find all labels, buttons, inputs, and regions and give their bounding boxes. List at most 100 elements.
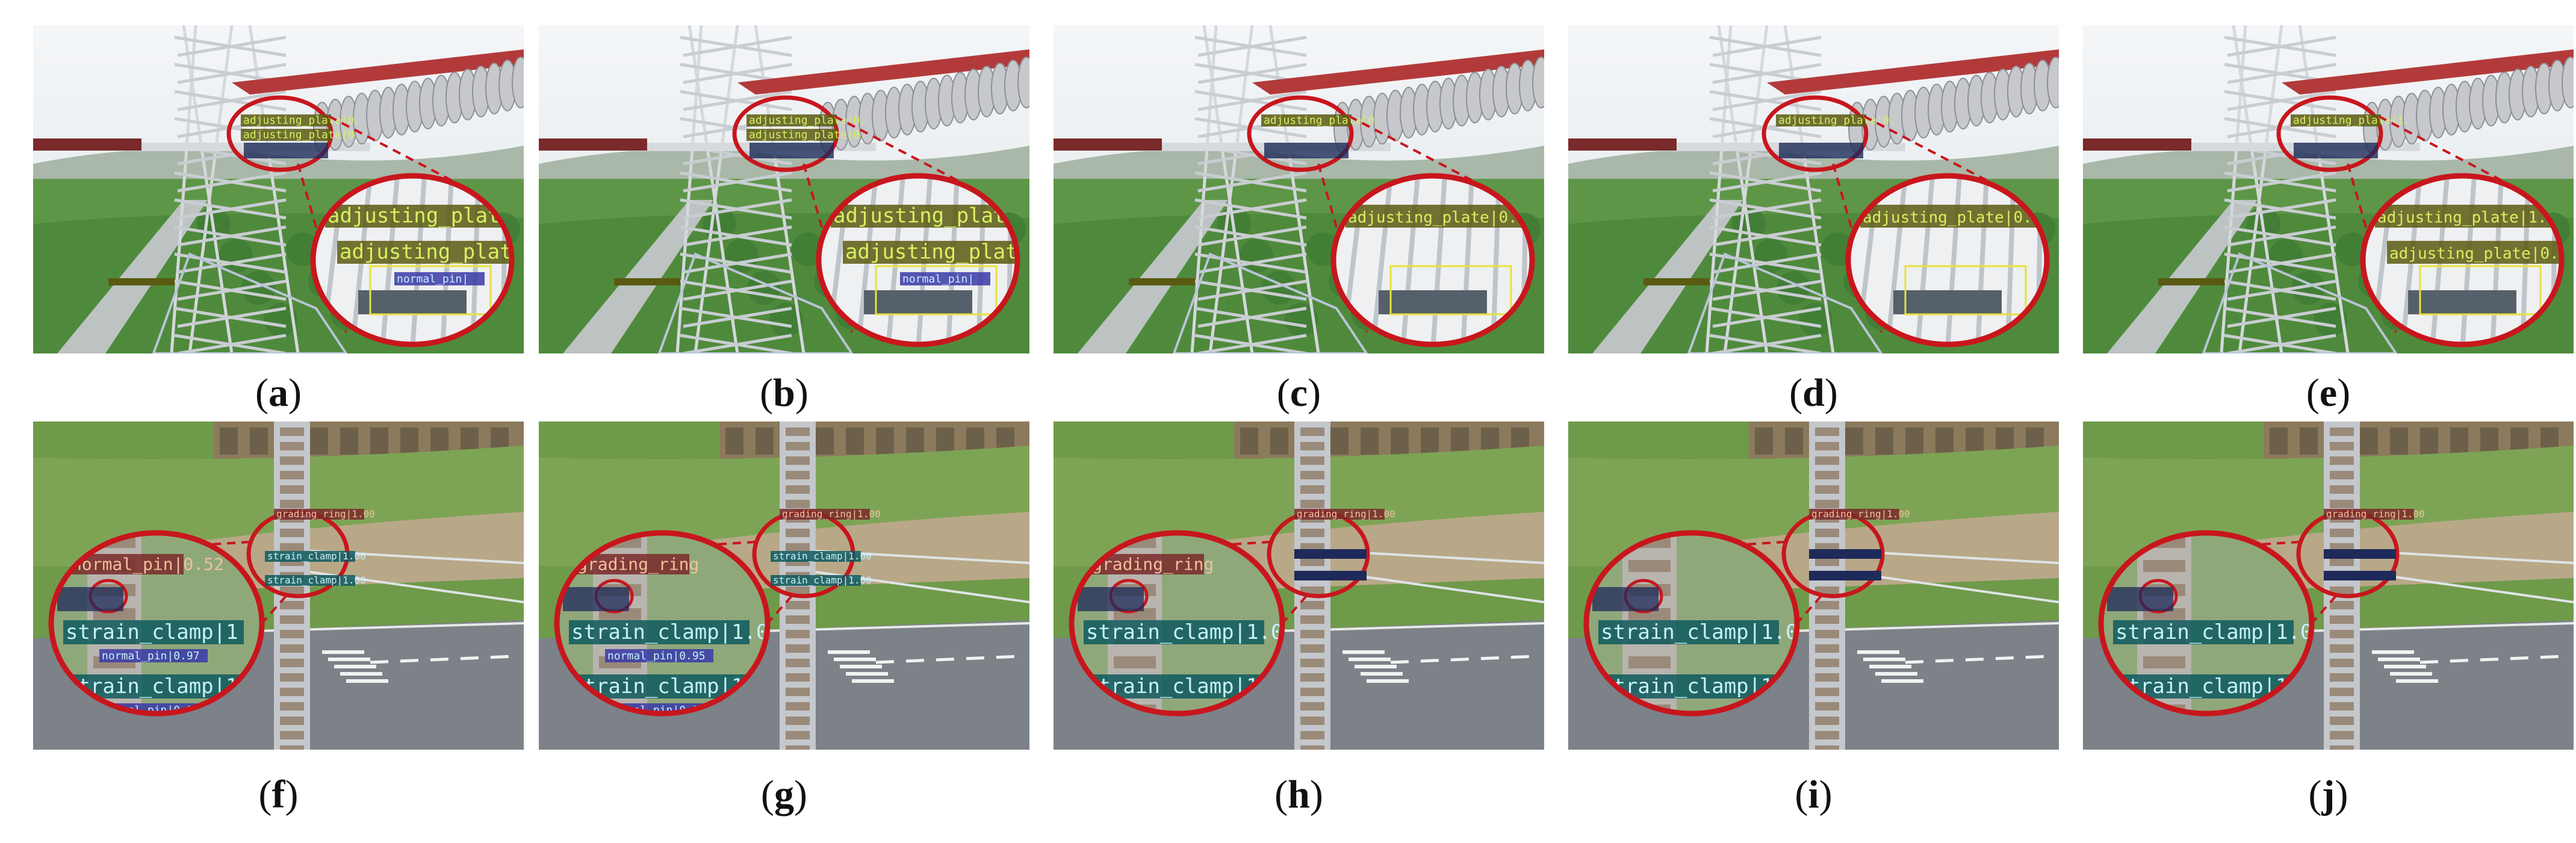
caption-g: (g) [761,773,807,817]
zoom-label-3: normal_pin|0.95 [605,649,713,662]
detection-label-1: adjusting_plate|0. [241,114,361,127]
tower-lattice [152,25,348,353]
road [57,200,208,353]
insulator-string [1848,57,2059,154]
tower-lattice [1172,25,1368,353]
detection-label-2-text: adjusting_plate|0. [243,129,361,142]
insulator-string [819,57,1029,154]
red-arm [737,49,1029,95]
panel-image-b: adjusting_plate|0. adjusting_plate|0.adju… [539,25,1029,353]
road [563,200,713,353]
tower-pole [1294,421,1330,750]
panel-image-d: adjusting_plate|0. adjusting_plate|0.59 [1568,25,2059,353]
zoom-label-1: adjusting_plate|0.65 [1345,205,1536,228]
zoom-inset: grading_ringstrain_clamp|1.00strain_clam… [1072,533,1296,714]
caption-letter: b [773,371,795,415]
zoom-circle [2360,173,2565,347]
caption-e: (e) [2306,371,2351,415]
crossarm-tip [1054,138,1162,151]
red-arm [1767,49,2059,95]
zoom-label-2-text: adjusting_plate [845,240,1029,264]
zoom-label-2: adjusting_plate [843,240,1029,264]
panel-image-j: grading_ring|1.00 strain_clamp|1.00strain… [2083,421,2574,750]
zoom-label-2: strain_clamp|1 [63,620,244,644]
road [1078,200,1228,353]
detection-label-1: adjusting_plate|0. [1776,114,1896,127]
zoom-label-2: adjusting_plate|0.66 [2387,241,2574,264]
caption-letter: d [1802,371,1825,415]
detection-label-1: grading_ring|1.00 [780,508,881,520]
caption-letter: e [2319,371,2338,415]
zoom-circle [1330,173,1535,347]
zoom-label-1: normal_pin|0.52 [69,554,224,575]
panel-image-e: adjusting_plate|1.adjusting_plate|1.00ad… [2083,25,2574,353]
caption-letter: j [2321,773,2335,817]
zoom-circle [1583,530,1800,717]
zoom-label-1: adjusting_plate|0.59 [1860,205,2047,228]
dirt [1210,512,1544,590]
road [2107,200,2258,353]
detection-label-1-text: grading_ring|1.00 [1811,508,1910,520]
caption-a: (a) [255,371,302,415]
zoom-label-3: normal_pin| [900,272,990,285]
far-box [1129,278,1195,285]
zoom-label-1-text: adjusting_plate|0.65 [1348,209,1536,227]
caption-d: (d) [1789,371,1838,415]
panel-a: adjusting_plate|0. adjusting_plate|0.adju… [33,25,524,353]
zoom-label-1-text: grading_ring [577,555,699,575]
panel-b: adjusting_plate|0. adjusting_plate|0.adju… [539,25,1029,353]
caption-letter: i [1808,773,1819,817]
detection-label-3: strain_clamp|1.00 [265,574,366,586]
caption-letter: c [1290,371,1308,415]
crossarm-tip [1568,138,1677,151]
zoom-label-1: adjusting_plate|1.00 [2375,205,2562,228]
zoom-circle [310,173,515,347]
zoom-label-2: strain_clamp|1.00 [2113,620,2325,644]
caption-c: (c) [1276,371,1321,415]
detection-label-2: strain_clamp|1.00 [771,550,872,562]
zoom-label-2: strain_clamp|1.0 [569,620,768,644]
detection-label-1-text: grading_ring|1.00 [2326,508,2425,520]
panel-image-i: grading_ring|1.00strain_clamp|1.00strain… [1568,421,2059,750]
tower-pole [1809,421,1845,750]
detection-box [2294,143,2378,158]
panel-image-f: grading_ring|1.00strain_clamp|1.00strain… [33,421,524,750]
caption-b: (b) [760,371,808,415]
detection-label-2-text: strain_clamp|1.00 [267,550,366,562]
zoom-label-2-text: adjusting_plate|0.66 [2389,245,2574,263]
detection-label-1: adjusting_plate|0. [1261,114,1381,127]
zoom-label-1-text: adjusting_plate [327,204,512,228]
detection-label-1: adjusting_plate|0. [746,114,866,127]
caption-letter: a [268,371,288,415]
dirt [1725,512,2059,590]
detection-label-2-text: adjusting_plate|0. [749,129,866,142]
road [1592,200,1743,353]
crossarm-tip [33,138,141,151]
zoom-circle [2098,530,2315,717]
dirt [695,512,1029,590]
zoom-label-3-text: normal_pin| [397,273,468,285]
panel-d: adjusting_plate|0. adjusting_plate|0.59 [1568,25,2059,353]
zoom-label-2: strain_clamp|1.00 [1598,620,1797,644]
caption-f: (f) [258,773,299,817]
far-box [108,278,175,285]
detection-label-3: strain_clamp|1.00 [771,574,872,586]
zoom-label-2-text: strain_clamp|1.00 [1086,620,1296,644]
zoom-label-4: strain_clamp|1.00 [1598,674,1797,698]
insulator-string [313,57,524,154]
zoom-label-2-text: strain_clamp|1.00 [2115,620,2325,644]
zoom-label-1: adjusting_plate [325,204,512,228]
zoom-label-1-text: adjusting_plate [833,204,1018,228]
zoom-inset: grading_ring strain_clamp|1.0 normal_pin|0… [557,533,768,714]
detection-label-1-text: grading_ring|1.00 [1297,508,1395,520]
highlight-circle [1247,95,1354,172]
dirt [190,512,524,590]
zoom-inset: adjusting_plate|0.65 [1333,176,1536,344]
tower-pole [2324,421,2360,750]
highlight-circle [1761,95,1869,172]
zoom-circle [48,530,265,717]
zoom-circle [816,173,1020,347]
zoom-inset: adjusting_plate|0.59 [1848,176,2047,344]
